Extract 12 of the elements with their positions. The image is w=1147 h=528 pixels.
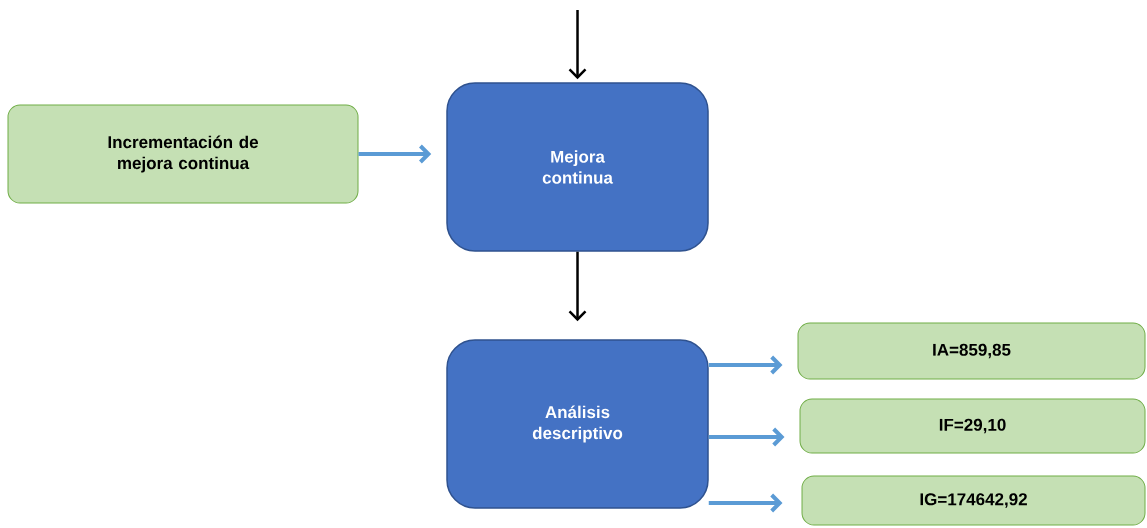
arrow [708, 355, 783, 375]
process-box: IF=29,10 [799, 398, 1146, 454]
process-box: IG=174642,92 [801, 475, 1146, 526]
process-box: IA=859,85 [797, 322, 1146, 380]
arrow [358, 144, 432, 164]
arrow [568, 10, 587, 80]
process-box: Mejora continua [446, 82, 709, 252]
process-box: Análisis descriptivo [446, 339, 709, 509]
arrow [568, 251, 587, 322]
arrow [708, 493, 783, 513]
process-box: Incrementación de mejora continua [7, 104, 359, 204]
arrow [708, 427, 785, 447]
